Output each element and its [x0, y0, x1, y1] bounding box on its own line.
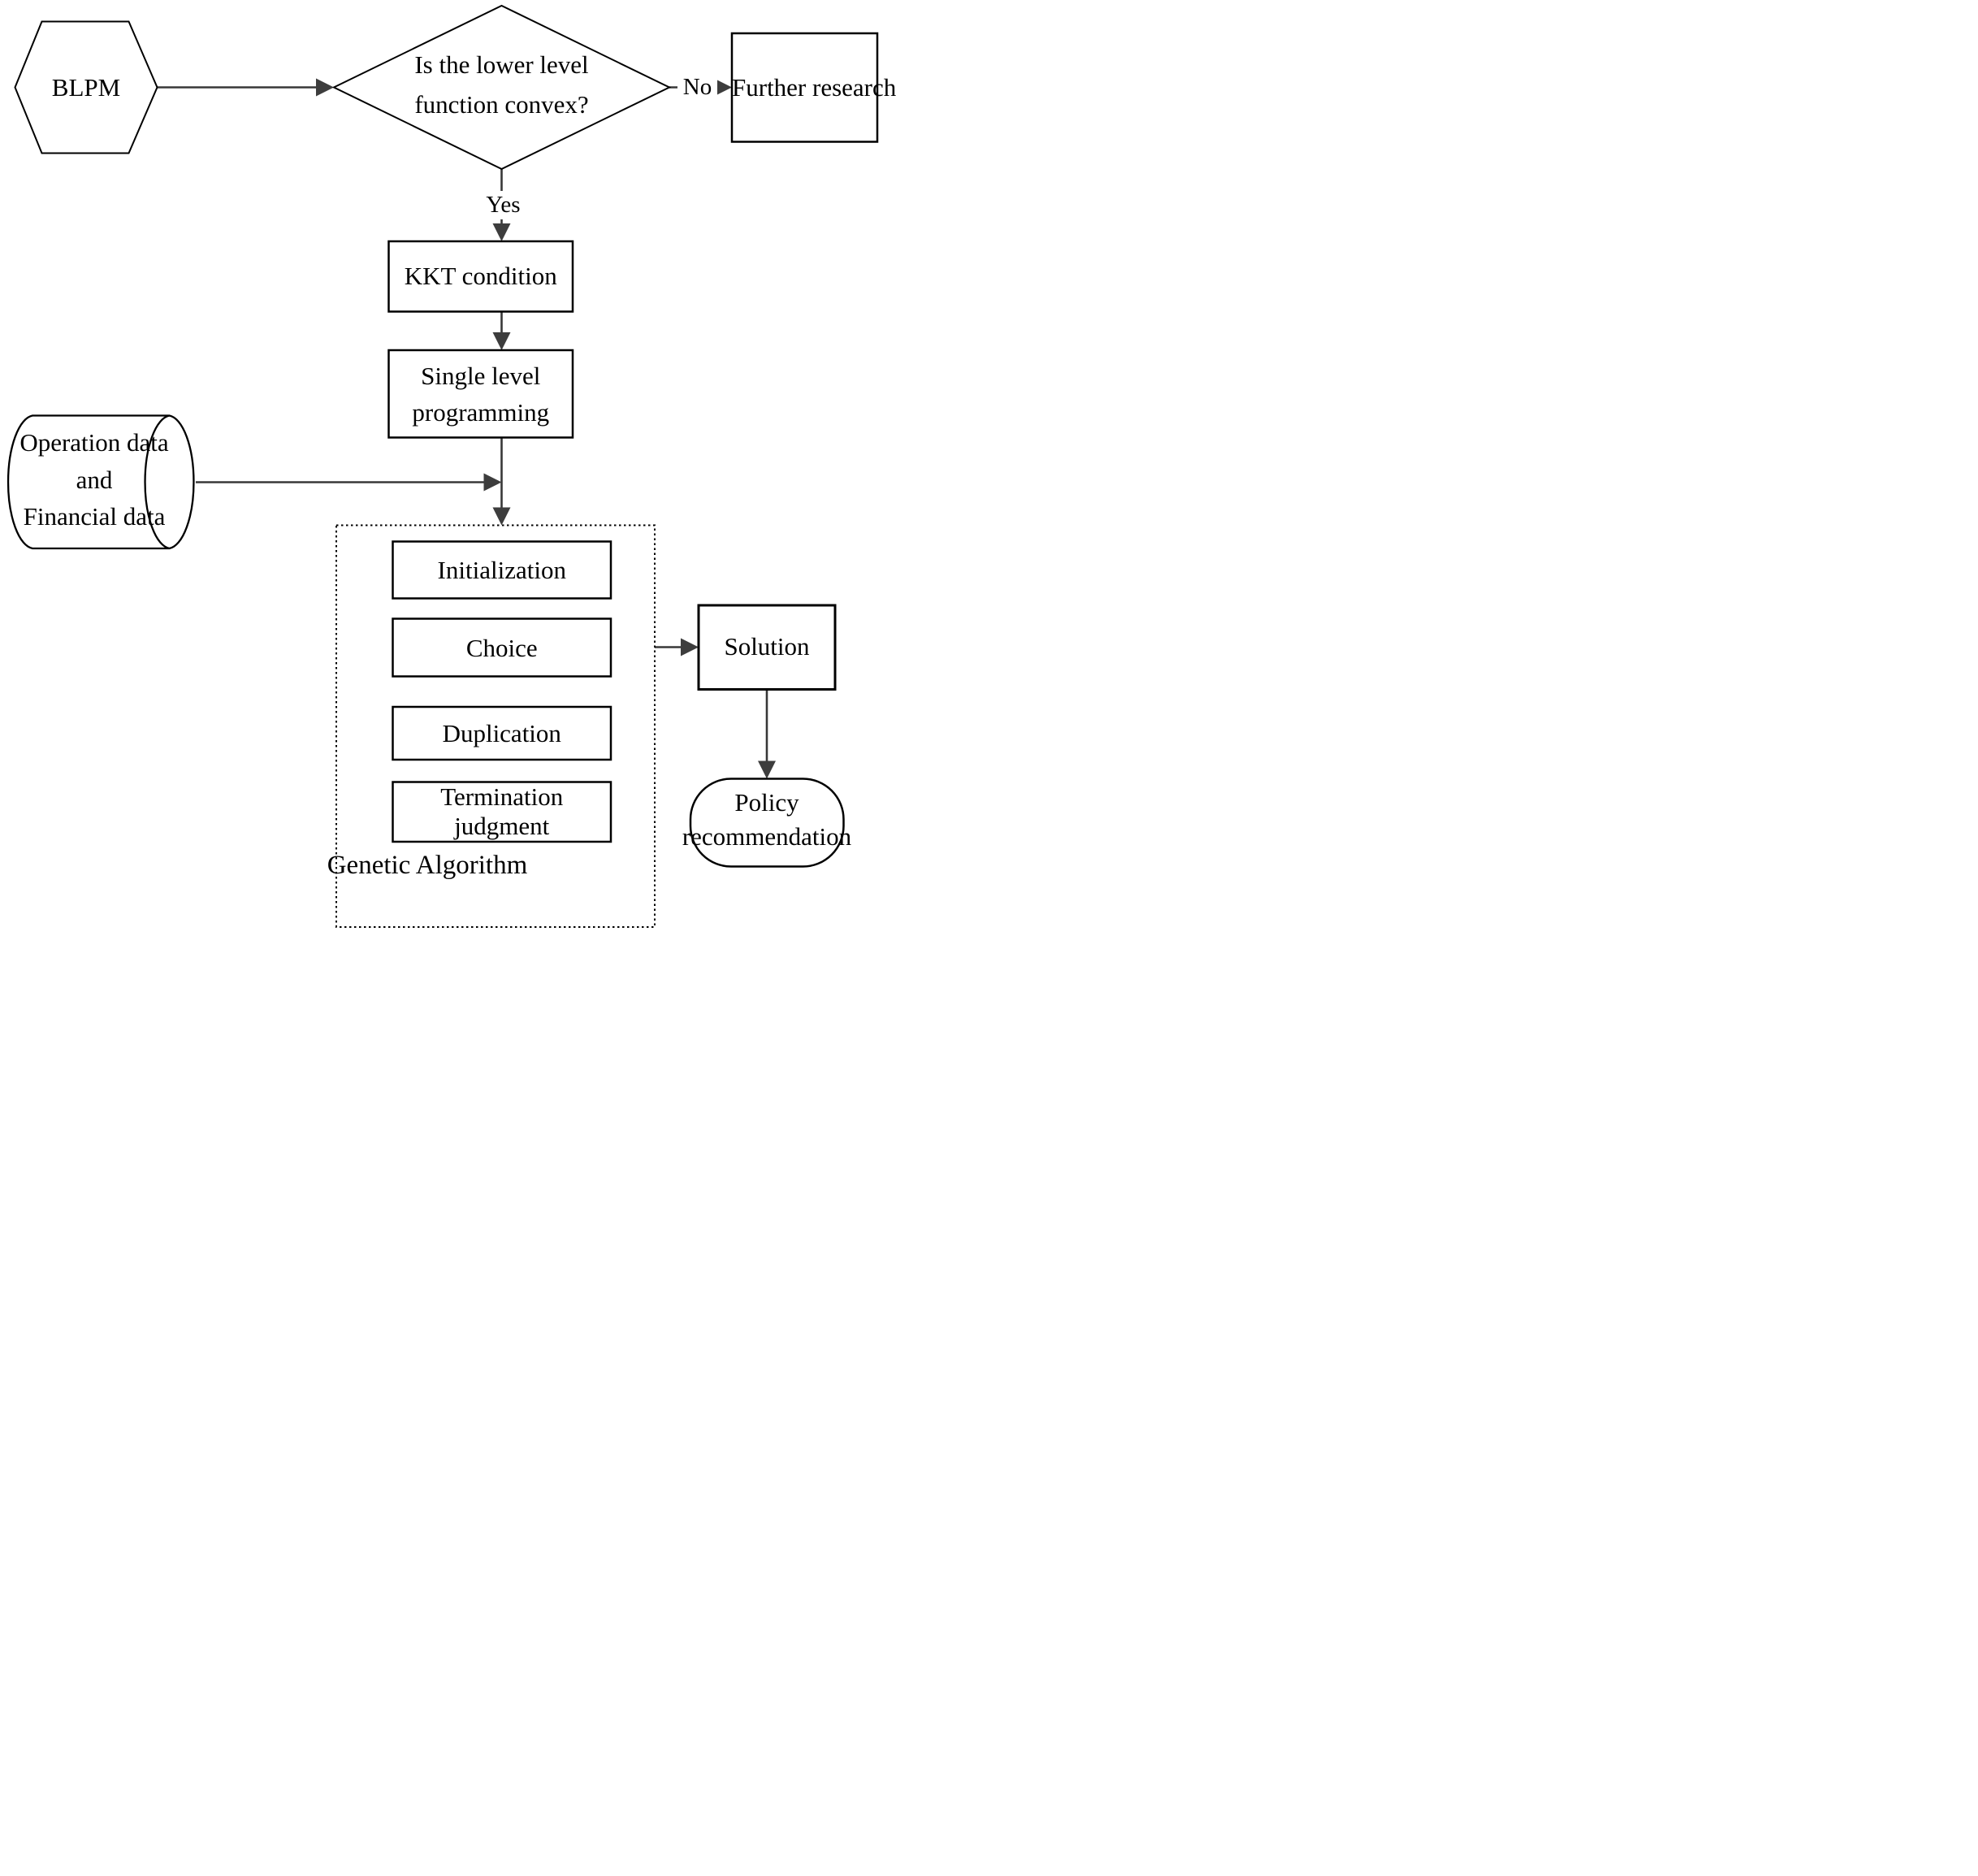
single-level-label-line1: Single level	[421, 362, 541, 390]
further-research-label: Further research	[732, 73, 897, 102]
decision-diamond	[331, 4, 672, 171]
termination-judgment-label: Termination judgment	[393, 782, 612, 841]
solution-box	[697, 604, 837, 691]
choice-box	[392, 617, 612, 678]
blpm-label: BLPM	[51, 73, 121, 102]
initialization-label: Initialization	[437, 556, 566, 584]
data-store-cylinder-edge	[144, 414, 170, 550]
arrowhead-into-policy	[758, 760, 776, 779]
choice-label: Choice	[465, 634, 538, 662]
termination-label-line2: judgment	[454, 812, 550, 840]
arrowhead-into-decision	[316, 78, 334, 97]
decision-label-line2: function convex?	[414, 90, 589, 119]
arrowhead-datastore-junction	[483, 473, 502, 492]
data-store-label-line3: Financial data	[23, 502, 166, 531]
single-level-label: Single level programming	[389, 357, 573, 431]
single-level-box	[387, 349, 574, 439]
data-store-label: Operation data and Financial data	[13, 424, 175, 535]
flowchart-shapes-layer	[6, 4, 879, 928]
genetic-algorithm-container	[335, 524, 656, 928]
arrowhead-into-kkt	[492, 223, 511, 241]
arrowhead-into-further-research	[714, 78, 732, 97]
data-store-label-line1: Operation data	[19, 428, 169, 457]
duplication-box	[392, 705, 612, 761]
genetic-algorithm-label: Genetic Algorithm	[327, 851, 528, 880]
decision-label: Is the lower level function convex?	[380, 45, 624, 124]
policy-recommendation-label: Policy recommendation	[669, 786, 864, 855]
policy-label-line2: recommendation	[682, 822, 852, 851]
arrowhead-into-solution	[681, 638, 699, 656]
duplication-label: Duplication	[442, 719, 561, 747]
arrowhead-into-single-level	[492, 332, 511, 350]
data-store-label-line2: and	[76, 465, 113, 494]
policy-recommendation-shape	[689, 778, 845, 868]
solution-label: Solution	[724, 632, 810, 661]
arrowhead-into-ga	[492, 507, 511, 526]
flowchart-canvas: BLPM Is the lower level function convex?…	[0, 0, 989, 938]
termination-label-line1: Termination	[440, 782, 564, 811]
single-level-label-line2: programming	[412, 398, 550, 427]
kkt-condition-label: KKT condition	[404, 262, 557, 290]
initialization-box	[392, 540, 612, 600]
no-edge-label: No	[677, 74, 717, 101]
policy-label-line1: Policy	[734, 787, 799, 817]
further-research-box	[730, 32, 879, 143]
blpm-hexagon	[14, 20, 158, 154]
decision-label-line1: Is the lower level	[414, 50, 589, 79]
termination-judgment-box	[392, 781, 612, 843]
yes-edge-label: Yes	[476, 191, 530, 219]
kkt-condition-box	[387, 240, 574, 313]
